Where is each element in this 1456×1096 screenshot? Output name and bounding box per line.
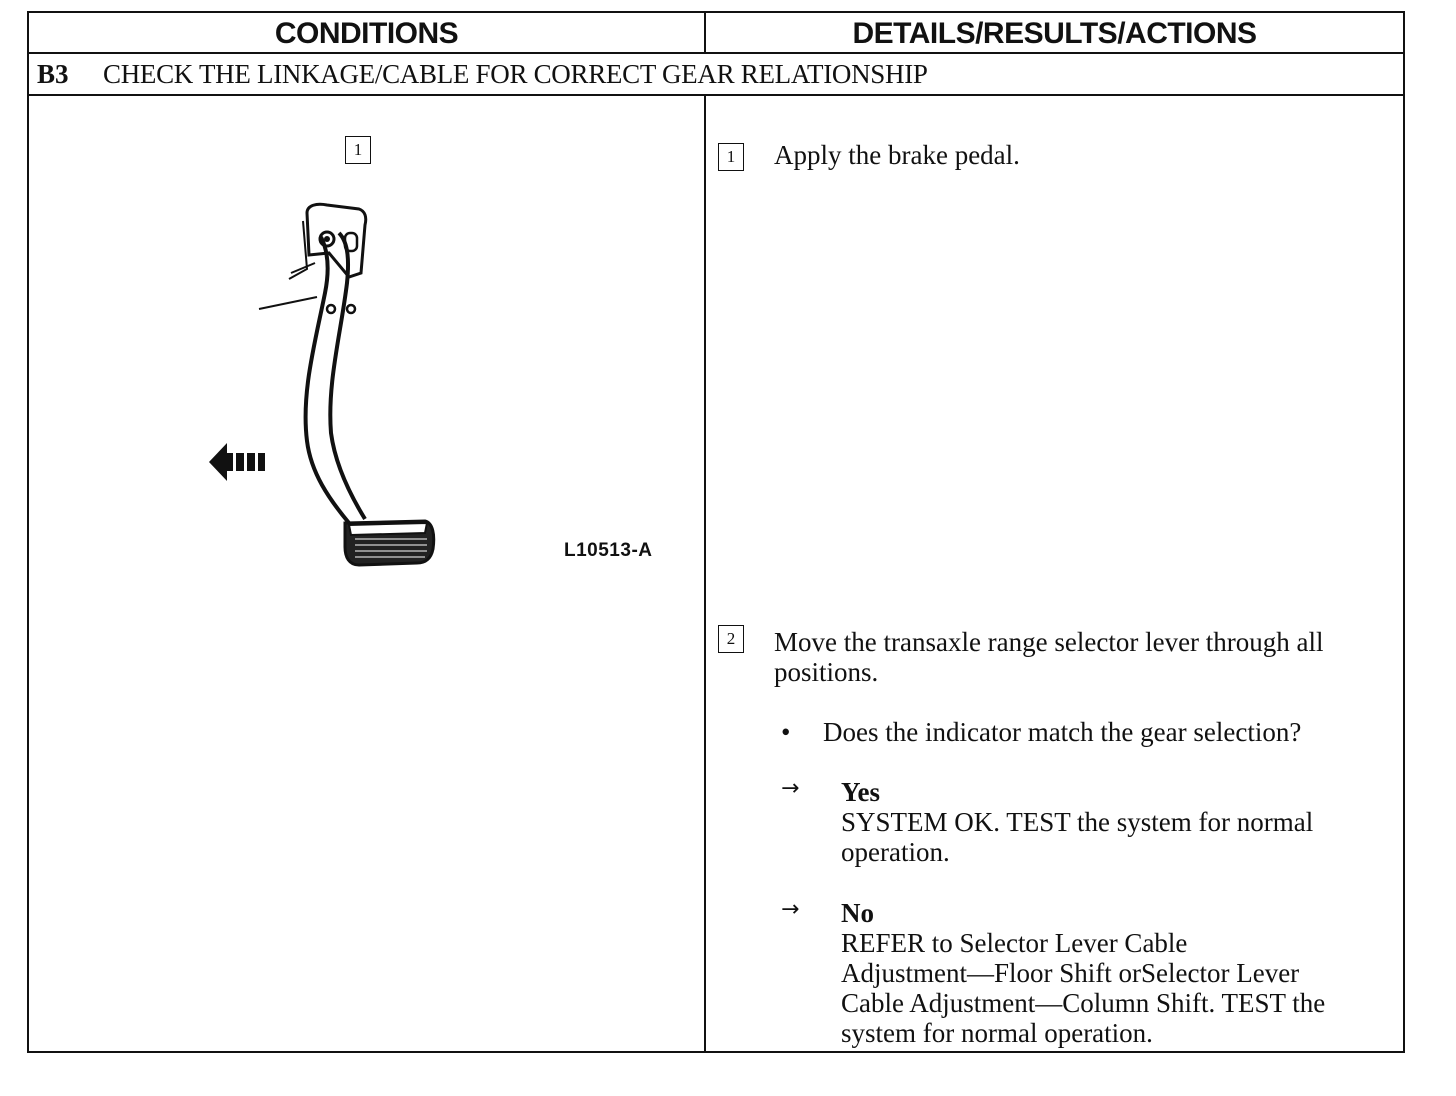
- figure-label: L10513-A: [564, 540, 653, 561]
- step-2-number: 2: [718, 625, 744, 653]
- section-code: B3: [37, 59, 69, 89]
- details-header: DETAILS/RESULTS/ACTIONS: [706, 13, 1403, 54]
- brake-pedal-illustration: [258, 202, 436, 567]
- no-arrow-icon: →: [781, 897, 800, 922]
- section-title: CHECK THE LINKAGE/CABLE FOR CORRECT GEAR…: [103, 59, 928, 89]
- yes-arrow-icon: →: [781, 776, 800, 801]
- diagnostic-table: CONDITIONS DETAILS/RESULTS/ACTIONS B3 CH…: [27, 11, 1405, 1053]
- no-line-1: REFER to Selector Lever Cable: [841, 928, 1188, 958]
- question-text: Does the indicator match the gear select…: [823, 717, 1302, 747]
- section-row: B3 CHECK THE LINKAGE/CABLE FOR CORRECT G…: [29, 54, 1403, 96]
- yes-label: Yes: [841, 777, 880, 807]
- bullet-icon: •: [781, 717, 791, 747]
- figure-step-number: 1: [345, 136, 371, 164]
- step-1-text: Apply the brake pedal.: [774, 140, 1020, 170]
- column-divider: [704, 96, 706, 1051]
- no-line-4: system for normal operation.: [841, 1018, 1153, 1048]
- yes-line-1: SYSTEM OK. TEST the system for normal: [841, 807, 1314, 837]
- push-direction-arrow-icon: [209, 443, 265, 481]
- conditions-header: CONDITIONS: [29, 13, 706, 54]
- step-2-text-line2: positions.: [774, 657, 879, 687]
- step-1-number: 1: [718, 143, 744, 171]
- step-2-text-line1: Move the transaxle range selector lever …: [774, 627, 1324, 657]
- no-line-3: Cable Adjustment—Column Shift. TEST the: [841, 988, 1326, 1018]
- no-line-2: Adjustment—Floor Shift orSelector Lever: [841, 958, 1300, 988]
- no-label: No: [841, 898, 874, 928]
- yes-line-2: operation.: [841, 837, 950, 867]
